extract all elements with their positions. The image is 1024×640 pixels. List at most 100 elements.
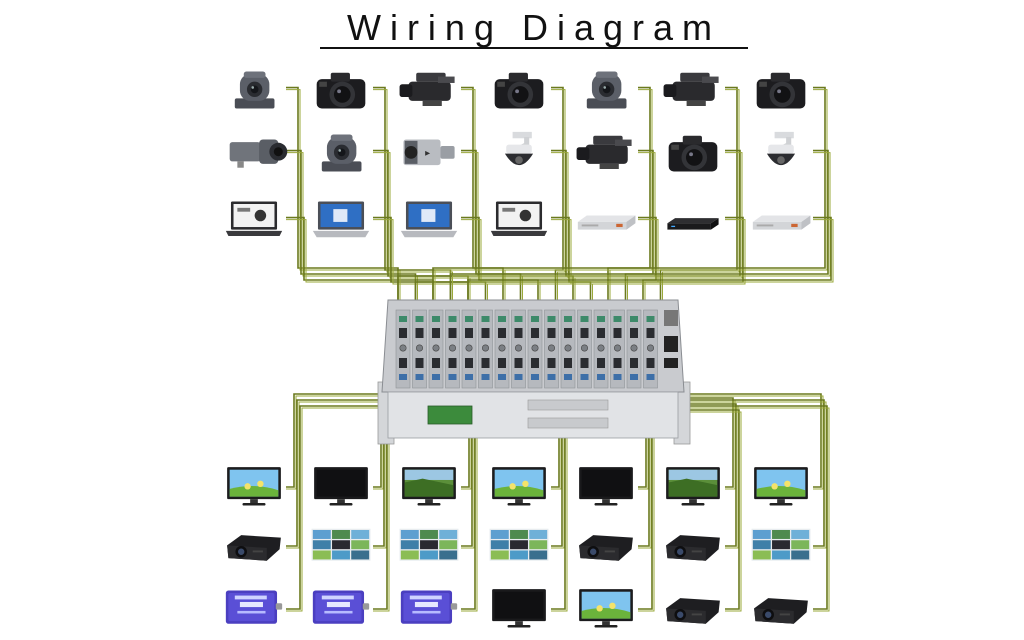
- ptz-camera-icon: [321, 134, 362, 172]
- input-cable: [467, 216, 832, 310]
- matrix-card-slot: [610, 309, 625, 389]
- projector-icon: [227, 535, 281, 561]
- input-device-ptz-camera: [309, 129, 373, 177]
- matrix-card-slot: [643, 309, 658, 389]
- projector-icon: [754, 598, 808, 624]
- input-device-camcorder: [397, 66, 461, 114]
- dslr-camera-icon: [494, 72, 544, 109]
- laptop-blue-icon: [400, 201, 458, 238]
- input-device-dvd-player: [574, 196, 638, 244]
- laptop-blue-icon: [312, 201, 370, 238]
- output-device-video-wall: [397, 522, 461, 570]
- projector-icon: [579, 535, 633, 561]
- input-device-ptz-camera: [574, 66, 638, 114]
- lcd-monitor-nature-icon: [402, 467, 456, 506]
- input-device-camcorder: [661, 66, 725, 114]
- title-underline: [320, 47, 748, 49]
- lcd-monitor-icon: [579, 589, 633, 628]
- speed-dome-camera-icon: [504, 131, 534, 166]
- input-device-dvd-player: [749, 196, 813, 244]
- output-device-extender-box: [309, 585, 373, 633]
- input-device-speed-dome-camera: [487, 129, 551, 177]
- input-device-laptop-dark: [487, 196, 551, 244]
- media-player-icon: [667, 218, 719, 230]
- video-wall-icon: [311, 528, 371, 561]
- input-device-zoom-block-camera: ▶: [397, 129, 461, 177]
- lcd-monitor-dark-icon: [492, 589, 546, 628]
- output-device-lcd-monitor: [574, 585, 638, 633]
- camcorder-icon: [663, 72, 719, 106]
- matrix-card-slot: [511, 309, 526, 389]
- input-cable-pair: [434, 89, 828, 310]
- matrix-card-slot: [428, 309, 444, 389]
- lcd-monitor-dark-icon: [314, 467, 368, 506]
- camcorder-icon: [576, 135, 632, 169]
- output-device-projector: [661, 522, 725, 570]
- chassis-drawing: [377, 299, 691, 445]
- output-device-lcd-monitor-dark: [574, 463, 638, 511]
- dslr-camera-icon: [668, 135, 718, 172]
- input-device-dslr-camera: [661, 129, 725, 177]
- dslr-camera-icon: [316, 72, 366, 109]
- output-device-projector: [222, 522, 286, 570]
- ptz-camera-icon: [586, 71, 627, 109]
- matrix-card-slot: [560, 309, 576, 389]
- matrix-card-slot: [412, 309, 427, 389]
- output-device-video-wall: [749, 522, 813, 570]
- output-device-extender-box: [222, 585, 286, 633]
- matrix-card-slot: [544, 309, 559, 389]
- output-device-projector: [749, 585, 813, 633]
- output-device-lcd-monitor-dark: [309, 463, 373, 511]
- projector-icon: [666, 535, 720, 561]
- output-device-lcd-monitor: [222, 463, 286, 511]
- matrix-card-slot: [527, 309, 543, 389]
- input-device-dslr-camera: [749, 66, 813, 114]
- input-cable: [373, 216, 487, 310]
- extender-box-icon: [312, 590, 370, 624]
- zoom-block-camera-icon: ▶: [403, 139, 455, 166]
- speed-dome-camera-icon: [766, 131, 796, 166]
- matrix-card-slot: [626, 309, 642, 389]
- svg-text:▶: ▶: [425, 150, 430, 157]
- lcd-monitor-icon: [492, 467, 546, 506]
- output-device-projector: [661, 585, 725, 633]
- lcd-monitor-nature-icon: [666, 467, 720, 506]
- input-cable-pair: [452, 152, 831, 310]
- lcd-monitor-icon: [227, 467, 281, 506]
- input-device-dslr-camera: [309, 66, 373, 114]
- output-device-video-wall: [487, 522, 551, 570]
- laptop-dark-icon: [490, 201, 548, 236]
- matrix-card-slot: [461, 309, 477, 389]
- input-cable: [449, 149, 829, 310]
- input-device-box-camera: [222, 129, 288, 177]
- matrix-card-slot: [478, 309, 493, 389]
- diagram-title: Wiring Diagram: [346, 7, 722, 48]
- input-cable-pair: [399, 152, 743, 310]
- matrix-card-slot: [593, 309, 609, 389]
- extender-box-icon: [225, 590, 283, 624]
- matrix-card-slot: [395, 309, 411, 389]
- output-device-lcd-monitor-dark: [487, 585, 551, 633]
- video-wall-icon: [399, 528, 459, 561]
- output-device-video-wall: [309, 522, 373, 570]
- output-device-lcd-monitor: [749, 463, 813, 511]
- input-device-media-player: [661, 196, 725, 244]
- matrix-card-slot: [577, 309, 592, 389]
- input-device-laptop-dark: [222, 196, 286, 244]
- output-device-lcd-monitor-nature: [397, 463, 461, 511]
- input-device-dslr-camera: [487, 66, 551, 114]
- input-device-speed-dome-camera: [749, 129, 813, 177]
- extender-box-icon: [400, 590, 458, 624]
- matrix-card-slot: [445, 309, 460, 389]
- ptz-camera-icon: [234, 71, 275, 109]
- input-device-laptop-blue: [309, 196, 373, 244]
- input-cable-pair: [551, 89, 566, 310]
- output-device-lcd-monitor: [487, 463, 551, 511]
- input-cable-pair: [373, 219, 488, 310]
- input-cable-pair: [662, 89, 740, 310]
- output-device-lcd-monitor-nature: [661, 463, 725, 511]
- camcorder-icon: [399, 72, 455, 106]
- matrix-card-slot: [494, 309, 510, 389]
- dvd-player-icon: [577, 215, 636, 230]
